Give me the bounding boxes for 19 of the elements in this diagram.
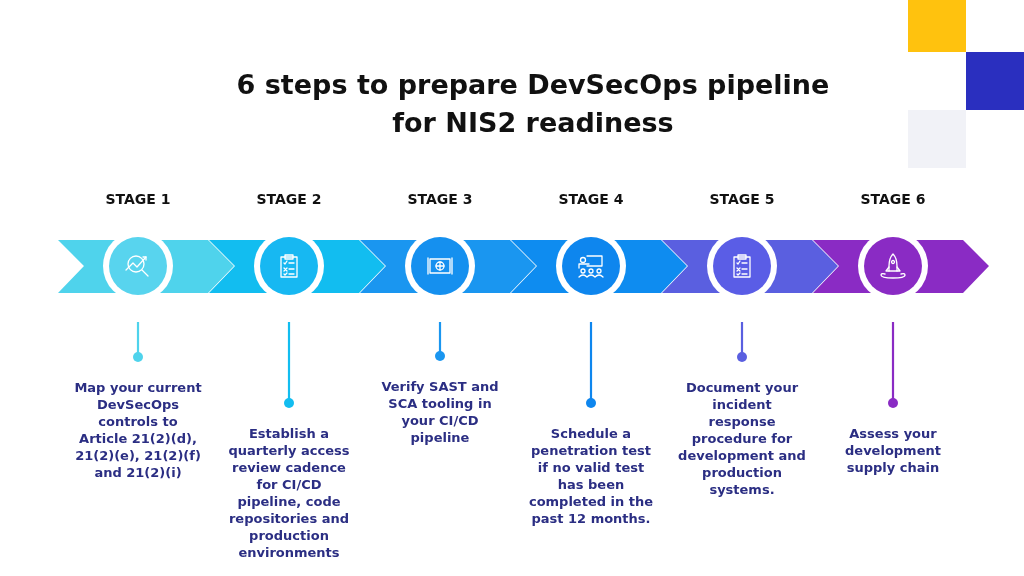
step-description: Verify SAST and SCA tooling in your CI/CD pipeline xyxy=(380,378,500,446)
stage-label: STAGE 2 xyxy=(255,190,323,209)
step-description: Schedule a penetration test if no valid test has been completed in the past 12 months. xyxy=(527,425,655,527)
leader-line xyxy=(888,322,898,408)
step-description: Establish a quarterly access review cadence for CI/CD pipeline, code repositories and production environments xyxy=(227,425,351,561)
leader-line xyxy=(133,322,143,362)
stage-label: STAGE 1 xyxy=(104,190,172,209)
step-description: Assess your development supply chain xyxy=(844,425,942,476)
step-description: Map your current DevSecOps controls to Article 21(2)(d), 21(2)(e), 21(2)(f) and 21(2)(i) xyxy=(73,379,203,481)
step-description: Document your incident response procedure for development and production systems. xyxy=(677,379,807,498)
stage-label: STAGE 3 xyxy=(406,190,474,209)
title: 6 steps to prepare DevSecOps pipeline for NIS2 readiness xyxy=(235,68,831,140)
leader-line xyxy=(435,322,445,361)
stage-label: STAGE 4 xyxy=(557,190,625,209)
leader-line xyxy=(737,322,747,362)
stage-label: STAGE 5 xyxy=(708,190,776,209)
leader-line xyxy=(284,322,294,408)
leader-line xyxy=(586,322,596,408)
stage-label: STAGE 6 xyxy=(859,190,927,209)
